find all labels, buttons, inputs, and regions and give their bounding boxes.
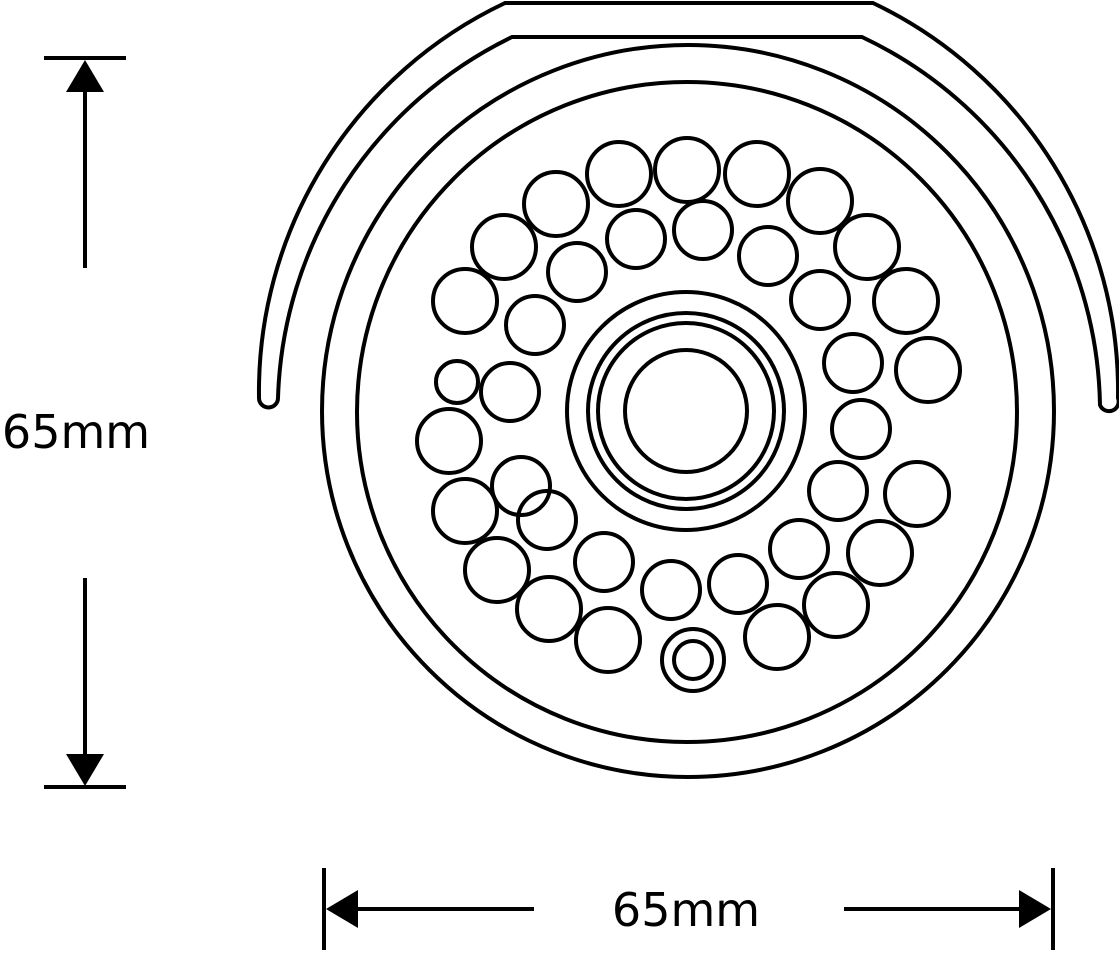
height-label: 65mm — [2, 405, 150, 459]
width-right-arrowhead — [1019, 890, 1051, 928]
ir-led — [490, 455, 552, 517]
ir-led — [431, 477, 499, 545]
ir-led — [504, 294, 566, 356]
ir-led — [522, 170, 590, 238]
lens-outer-ring — [565, 290, 807, 532]
housing-outer-ring — [320, 43, 1056, 779]
ir-led — [830, 398, 892, 460]
ir-led — [822, 332, 884, 394]
ir-led — [789, 269, 851, 331]
ir-led — [515, 575, 583, 643]
ir-led — [786, 167, 854, 235]
ir-led — [883, 460, 951, 528]
ir-led — [833, 213, 901, 281]
sun-shield-outline — [256, 0, 1119, 414]
ir-led — [605, 208, 667, 270]
housing-inner-ring — [355, 80, 1019, 744]
ir-led — [807, 460, 869, 522]
sensor-inner-ring — [672, 639, 714, 681]
central-lens — [565, 290, 807, 532]
ir-led — [516, 489, 578, 551]
ir-led — [768, 518, 830, 580]
sensor-outer-ring — [660, 627, 726, 693]
ir-led — [672, 199, 734, 261]
ir-led — [573, 531, 635, 593]
ir-led — [723, 140, 791, 208]
ir-led — [894, 336, 962, 404]
ir-led — [415, 407, 483, 475]
height-bottom-arrowhead — [66, 754, 104, 786]
ir-led — [743, 603, 811, 671]
ir-led — [546, 241, 608, 303]
ir-led — [653, 136, 721, 204]
light-sensor — [660, 627, 726, 693]
lens-bezel-outer — [586, 311, 786, 511]
infrared-led-array — [415, 136, 962, 674]
lens-bezel-inner — [596, 321, 776, 501]
height-dimension: 65mm — [2, 56, 150, 789]
ir-led — [434, 359, 480, 405]
width-dimension: 65mm — [322, 868, 1055, 950]
ir-led — [802, 571, 870, 639]
height-top-arrowhead — [66, 60, 104, 92]
ir-led — [431, 267, 499, 335]
ir-led — [737, 225, 799, 287]
ir-led — [585, 140, 653, 208]
ir-led — [463, 536, 531, 604]
sun-shield-hood — [256, 0, 1119, 414]
ir-led — [470, 213, 538, 281]
ir-led — [640, 559, 702, 621]
ir-led — [846, 519, 914, 587]
ir-led — [707, 553, 769, 615]
ir-led — [574, 606, 642, 674]
width-label: 65mm — [612, 883, 760, 937]
ir-led — [872, 267, 940, 335]
lens-glass — [623, 348, 749, 474]
ir-led — [479, 361, 541, 423]
width-left-arrowhead — [326, 890, 358, 928]
camera-housing — [320, 43, 1056, 779]
